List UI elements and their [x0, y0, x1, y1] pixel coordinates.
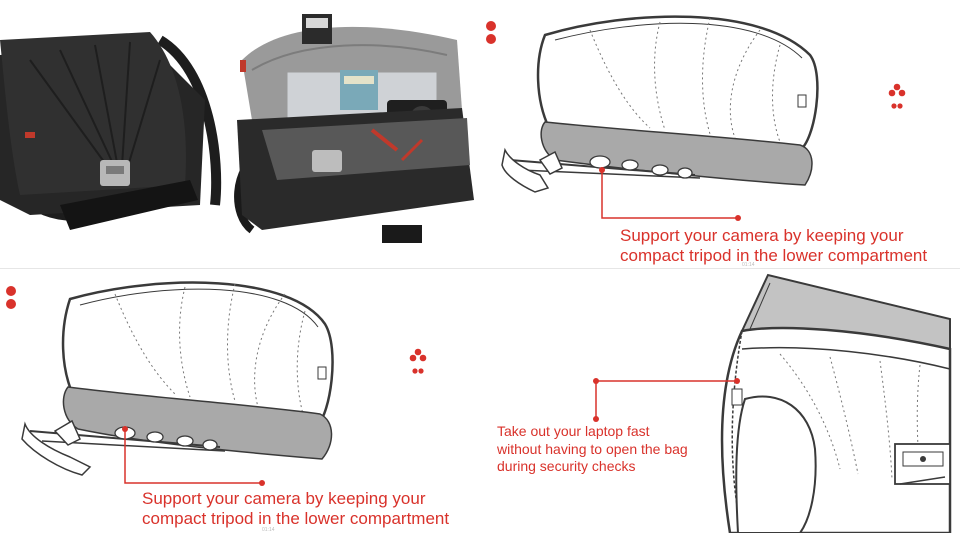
laptop-illustration-panel: Take out your laptop fast without having… — [480, 269, 960, 533]
bag-closed-photo — [0, 32, 222, 230]
bag-tripod-drawing — [21, 281, 334, 486]
bag-laptop-drawing — [593, 273, 952, 533]
frame-stamp: 01:14 — [742, 262, 755, 268]
caption-line-2: compact tripod in the lower compartment — [620, 246, 928, 266]
caption-line-1: Take out your laptop fast — [497, 423, 650, 439]
bag-tripod-drawing — [501, 15, 819, 221]
laptop-caption: Take out your laptop fast without having… — [497, 423, 737, 476]
caption-line-2: compact tripod in the lower compartment — [142, 509, 450, 529]
tripod-illustration-top-panel: Support your camera by keeping your comp… — [480, 0, 960, 268]
clover-logo-icon — [888, 83, 906, 109]
photo-bag-closed-panel — [0, 0, 222, 268]
tripod-caption-bottom: Support your camera by keeping your comp… — [142, 489, 480, 530]
clover-logo-icon — [409, 348, 427, 374]
caption-line-2: without having to open the bag — [497, 440, 688, 457]
caption-line-3: during security checks — [497, 458, 636, 474]
horizontal-divider — [0, 268, 960, 269]
tripod-illustration-bottom-panel: Support your camera by keeping your comp… — [0, 269, 480, 533]
red-dots-icon — [486, 21, 496, 44]
frame-stamp: 01:14 — [262, 527, 275, 533]
bag-open-photo — [234, 14, 474, 243]
red-dots-icon — [6, 286, 16, 309]
tripod-caption-top: Support your camera by keeping your comp… — [620, 226, 960, 267]
photo-bag-open-panel — [222, 0, 480, 268]
caption-line-1: Support your camera by keeping your — [620, 226, 904, 245]
caption-line-1: Support your camera by keeping your — [142, 489, 426, 508]
